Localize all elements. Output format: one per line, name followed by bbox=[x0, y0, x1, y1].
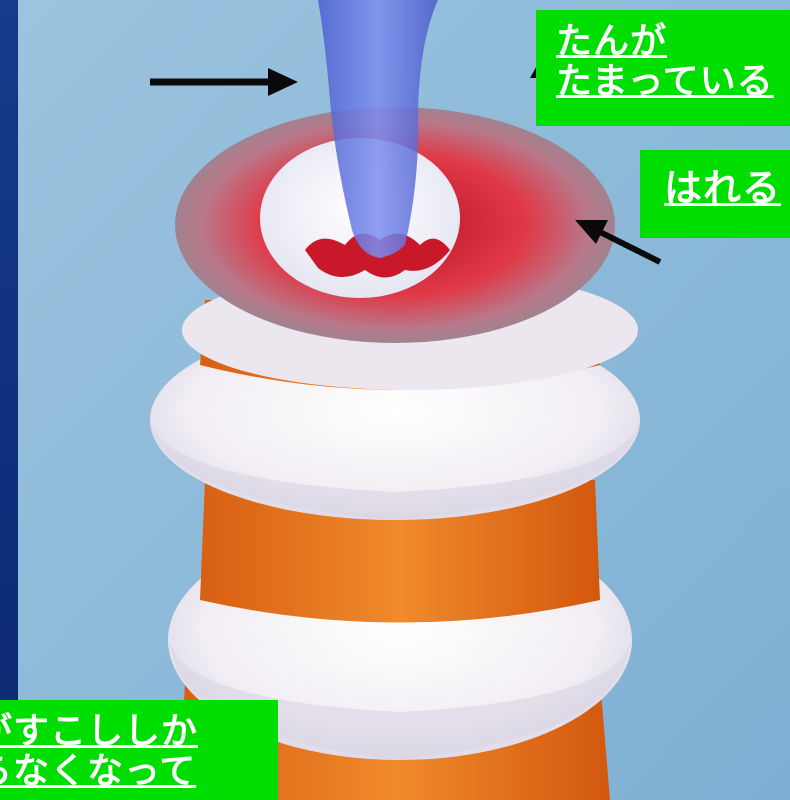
label-swelling: はれる bbox=[640, 150, 790, 238]
label-narrowing: がすこししか らなくなって bbox=[0, 700, 278, 800]
label-phlegm-line2: たまっている bbox=[556, 62, 790, 102]
label-narrowing-line2: らなくなって bbox=[0, 752, 278, 792]
label-phlegm: たんが たまっている bbox=[536, 10, 790, 126]
label-swelling-text: はれる bbox=[664, 168, 790, 210]
label-narrowing-line1: がすこししか bbox=[0, 712, 278, 752]
label-phlegm-line1: たんが bbox=[556, 22, 790, 62]
